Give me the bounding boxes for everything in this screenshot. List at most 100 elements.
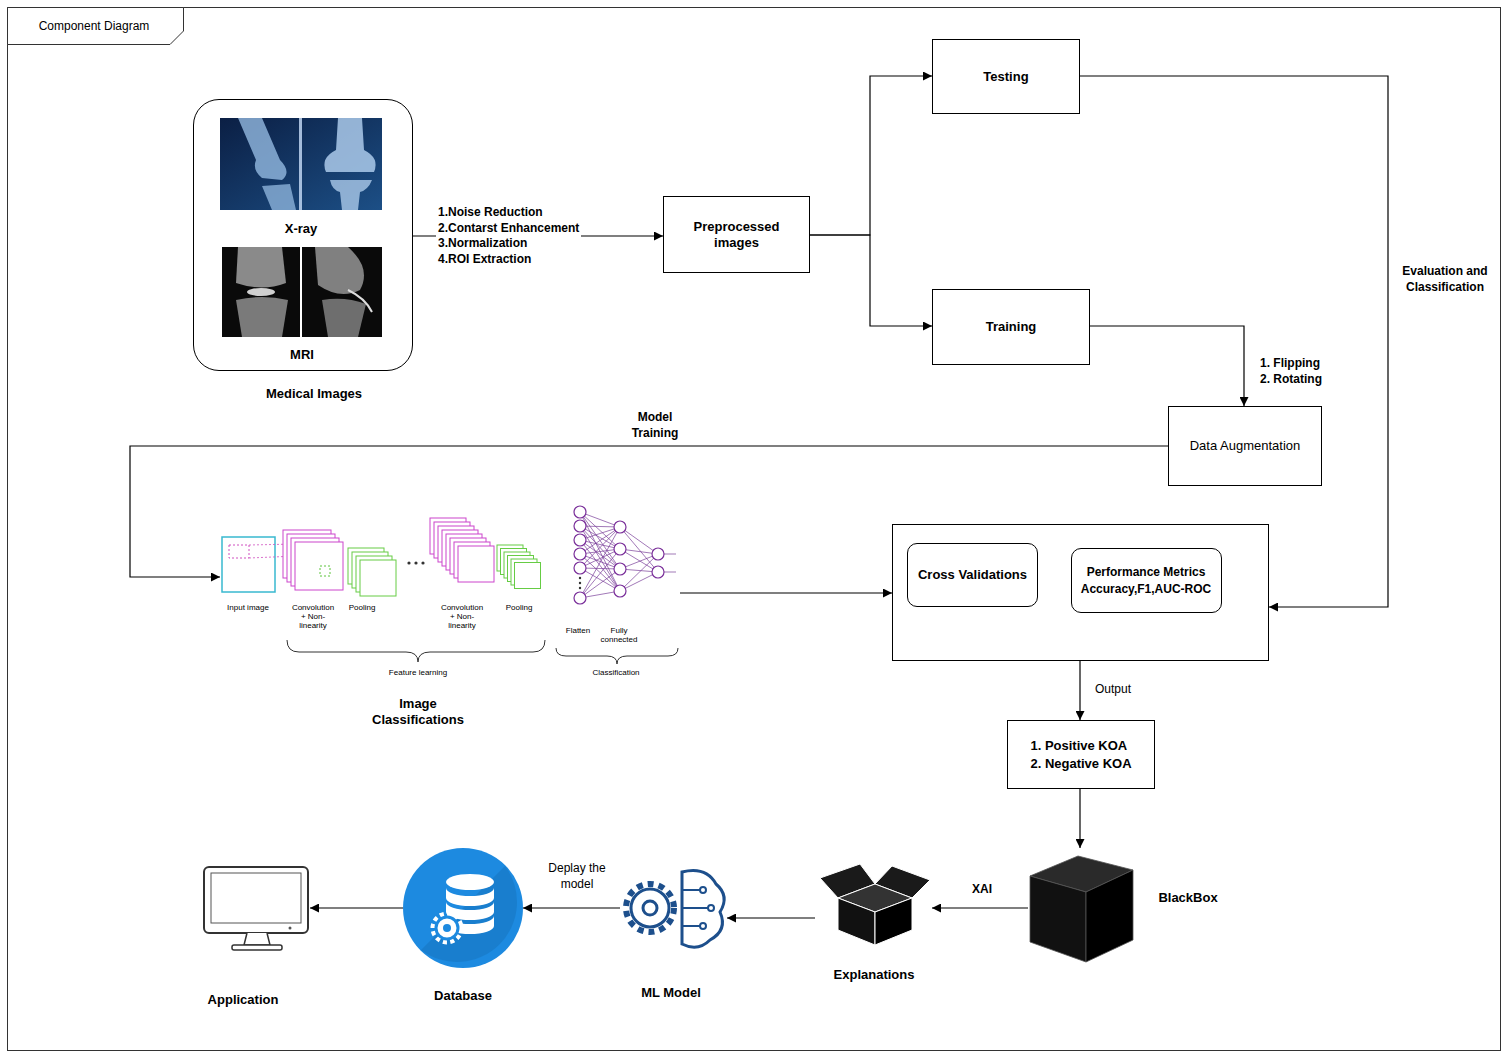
process-box: Training [932, 289, 1090, 365]
cnn-figure [222, 537, 275, 592]
mri-image [222, 247, 382, 337]
network-neurons [614, 585, 626, 597]
database-icon [436, 917, 458, 939]
box-label: Accuracy,F1,AUC-ROC [1081, 582, 1211, 596]
ml-model-icon [682, 871, 724, 948]
figure-label: Flatten [566, 626, 590, 635]
label-line: 1.Noise Reduction [438, 205, 579, 221]
cnn-figure [579, 582, 581, 584]
box-label: Testing [983, 69, 1028, 85]
cnn-figure [414, 561, 417, 564]
ml-model-icon [631, 889, 669, 927]
mri-image [322, 299, 366, 337]
box-label: 2. Negative KOA [1030, 756, 1131, 772]
frame [8, 8, 1501, 1051]
database-icon [443, 924, 451, 932]
label-line: 2.Contarst Enhancement [438, 220, 579, 236]
network-links [580, 512, 676, 598]
blackbox-cube [1030, 856, 1133, 962]
network-neurons [574, 562, 586, 574]
edge-label: Deplay the model [539, 860, 615, 893]
xray-image [324, 118, 375, 172]
figure-label: Convolution + Non-linearity [441, 603, 483, 631]
box-label: 1. Positive KOA [1030, 738, 1127, 754]
network-neurons [574, 548, 586, 560]
cnn-figure [515, 563, 541, 589]
database-icon [403, 848, 523, 968]
metric-box: Cross Validations [907, 543, 1038, 607]
evaluation-box: Cross Validations Performance MetricsAccu… [892, 524, 1269, 661]
mri-image [300, 247, 302, 337]
label-line: 3.Normalization [438, 236, 579, 252]
box-label: Data Augmentation [1190, 438, 1301, 454]
monitor-icon [204, 867, 308, 933]
bracket [287, 640, 545, 662]
icon-label: Application [208, 992, 279, 1008]
application-node: Application [200, 865, 310, 951]
mri-image [236, 297, 288, 337]
blackbox-cube [1086, 870, 1133, 962]
connector [810, 235, 932, 326]
icon-label: Image Classifications [372, 696, 464, 727]
network-neurons [652, 548, 664, 560]
database-icon [446, 888, 494, 906]
icon-label: Explanations [834, 967, 915, 983]
ml-model-icon [682, 925, 700, 927]
icon-label: Medical Images [266, 386, 362, 402]
xray-image [238, 118, 287, 180]
network-links [664, 554, 676, 555]
connector [523, 907, 620, 908]
icon-label: BlackBox [1158, 890, 1217, 906]
box-label: Training [986, 319, 1037, 335]
cnn-figure [229, 545, 249, 558]
icon-label: Database [434, 988, 492, 1004]
ml-model-icon [700, 923, 706, 929]
network-neurons [614, 521, 626, 533]
xray-image [299, 118, 302, 210]
network-neurons [574, 506, 586, 518]
frame [8, 8, 184, 45]
label-line: 4.ROI Extraction [438, 252, 579, 268]
connector [932, 907, 1028, 908]
cnn-figure [579, 587, 581, 589]
process-box: Testing [932, 39, 1080, 114]
database-icon [421, 866, 517, 962]
edge-label: XAI [970, 881, 994, 899]
xray-image [220, 118, 382, 210]
connector [1090, 326, 1244, 406]
figure-label: Pooling [349, 603, 376, 612]
blackbox-cube [1030, 876, 1086, 962]
label-line: 2. Rotating [1260, 372, 1322, 388]
connector [680, 592, 892, 593]
bracket [556, 648, 678, 664]
figure-label: Input image [227, 603, 269, 612]
blackbox-node: BlackBox [1028, 848, 1133, 962]
icon-label: ML Model [641, 985, 701, 1001]
network-neurons [614, 563, 626, 575]
mri-image [247, 288, 275, 296]
xray-image [330, 180, 372, 210]
database-icon [433, 914, 461, 942]
monitor-icon [211, 873, 301, 923]
network-links [580, 526, 620, 591]
ml-model-icon [626, 871, 724, 948]
metric-box: Performance MetricsAccuracy,F1,AUC-ROC [1071, 548, 1222, 613]
connector [1079, 789, 1080, 848]
edge-label: Evaluation and Classification [1393, 263, 1497, 296]
label-line: 1. Flipping [1260, 356, 1322, 372]
frame-title: Component Diagram [39, 19, 150, 33]
cnn-figure [222, 506, 678, 664]
monitor-icon [232, 945, 282, 950]
process-box: Data Augmentation [1168, 406, 1322, 486]
network-neurons [574, 506, 664, 604]
xray-image [220, 118, 382, 210]
network-neurons [574, 520, 586, 532]
cnn-figure [407, 561, 410, 564]
ml-model-icon [626, 884, 674, 932]
connector [810, 76, 932, 235]
monitor-icon [244, 933, 270, 945]
cnn-figure [295, 542, 343, 590]
network-neurons [574, 534, 586, 546]
